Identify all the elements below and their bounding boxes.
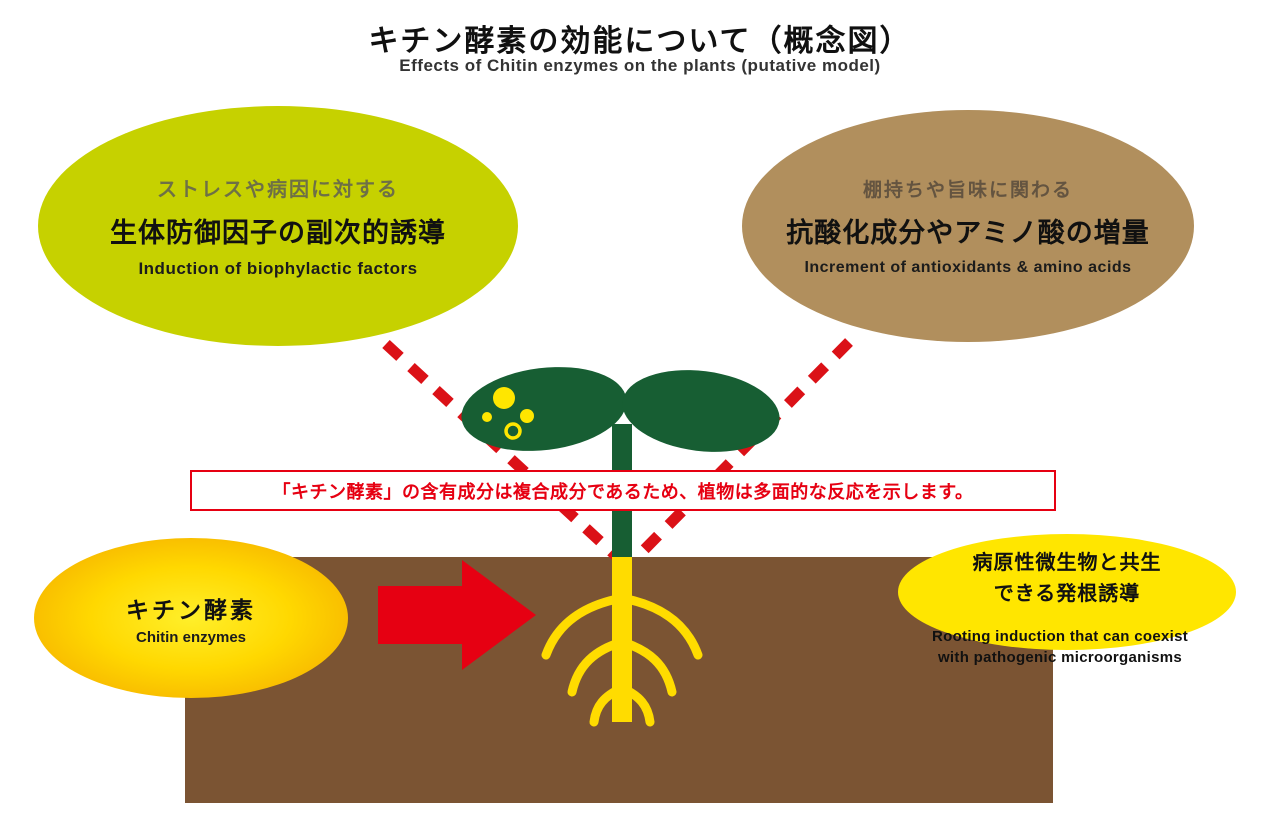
leaf-spot: [493, 387, 515, 409]
note-box: 「キチン酵素」の含有成分は複合成分であるため、植物は多面的な反応を示します。: [190, 470, 1056, 511]
bubble-tl-caption: Induction of biophylactic factors: [138, 259, 418, 278]
leaf-spot: [482, 412, 492, 422]
diagram-subtitle: Effects of Chitin enzymes on the plants …: [399, 56, 881, 75]
bubble-rooting-induction: 病原性微生物と共生 できる発根誘導: [898, 534, 1236, 650]
bubble-br-caption-line1: Rooting induction that can coexist: [931, 628, 1189, 645]
bubble-tr-tagline: 棚持ちや旨味に関わる: [862, 180, 1073, 201]
bubble-tl-tagline: ストレスや病因に対する: [157, 179, 399, 201]
seedling-leaf-left: [461, 367, 627, 451]
seedling-leaf-right: [622, 370, 780, 452]
bubble-br-caption: Rooting induction that can coexist with …: [878, 626, 1242, 668]
bubble-tr-caption: Increment of antioxidants & amino acids: [804, 259, 1132, 276]
bubble-chitin-enzymes: キチン酵素 Chitin enzymes: [34, 538, 348, 698]
bubble-br-caption-line2: with pathogenic microorganisms: [937, 649, 1183, 666]
bubble-bl-heading: キチン酵素: [126, 596, 256, 623]
dashed-connector-right: [634, 338, 853, 560]
bubble-tr-heading: 抗酸化成分やアミノ酸の増量: [786, 218, 1150, 248]
dashed-connector-left: [382, 339, 620, 561]
note-text: 「キチン酵素」の含有成分は複合成分であるため、植物は多面的な反応を示します。: [272, 481, 974, 502]
leaf-spot-ring: [504, 422, 522, 440]
leaf-spot: [520, 409, 534, 423]
diagram-title: キチン酵素の効能について（概念図）: [368, 25, 912, 58]
bubble-br-heading-line1: 病原性微生物と共生: [972, 552, 1162, 574]
bubble-antioxidants: 棚持ちや旨味に関わる 抗酸化成分やアミノ酸の増量 Increment of an…: [742, 110, 1194, 342]
bubble-bl-caption: Chitin enzymes: [135, 628, 247, 646]
bubble-biophylactic-factors: ストレスや病因に対する 生体防御因子の副次的誘導 Induction of bi…: [38, 106, 518, 346]
bubble-tl-heading: 生体防御因子の副次的誘導: [110, 218, 446, 248]
bubble-br-heading-line2: できる発根誘導: [993, 583, 1141, 605]
